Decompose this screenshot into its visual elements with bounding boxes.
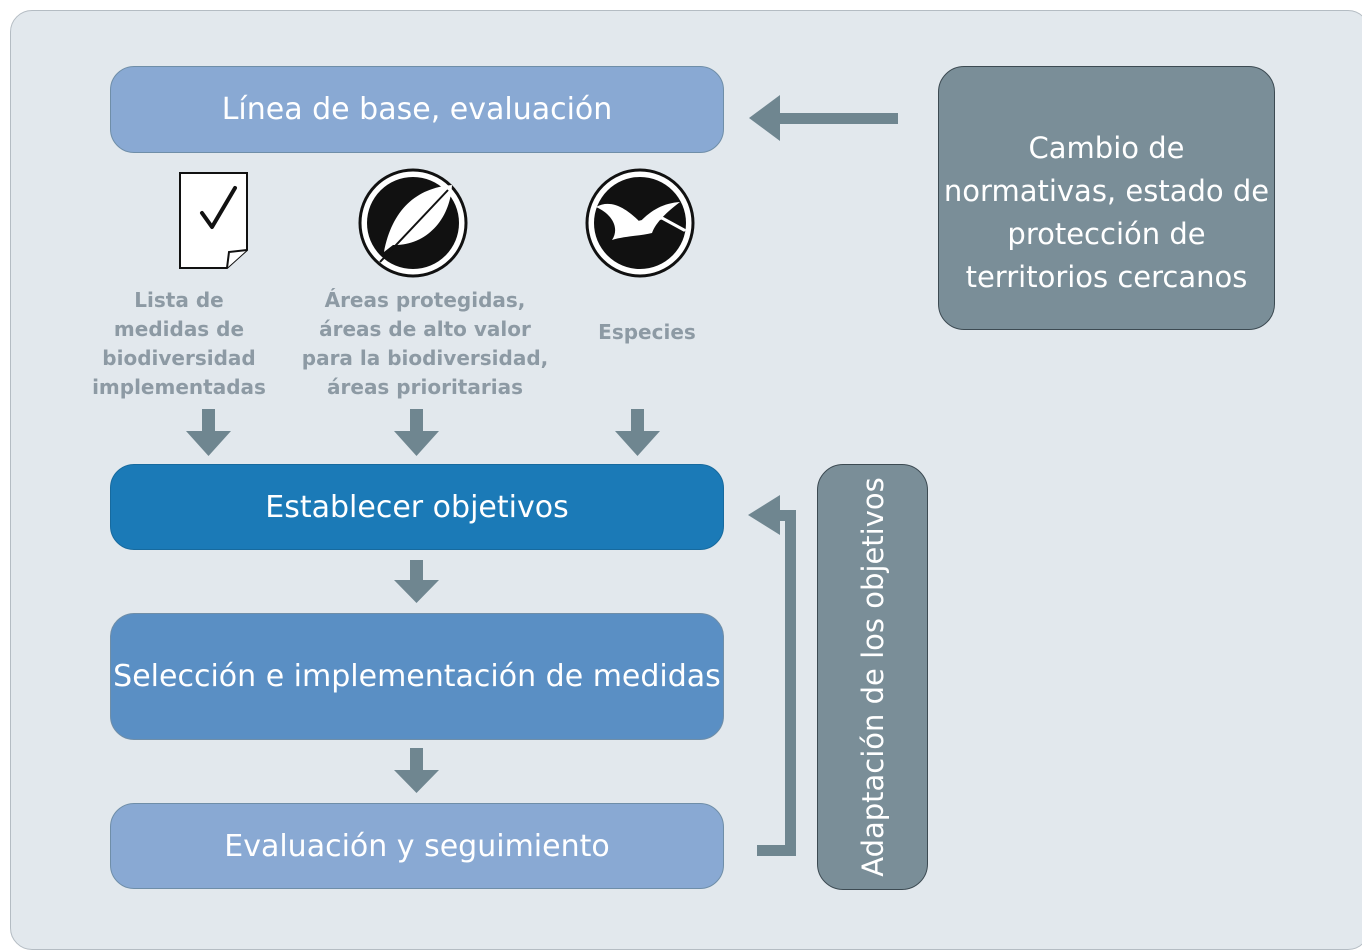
checklist-document-icon xyxy=(179,172,248,269)
down-arrow-input-1 xyxy=(186,409,231,456)
step-baseline: Línea de base, evaluación xyxy=(110,66,724,153)
down-arrow-selection-to-evaluation xyxy=(394,748,439,793)
external-to-baseline-arrow xyxy=(749,95,898,141)
step-selection-label: Selección e implementación de medidas xyxy=(113,659,721,694)
input-label-areas: Áreas protegidas, áreas de alto valor pa… xyxy=(301,288,549,399)
down-arrow-input-3 xyxy=(615,409,660,456)
down-arrow-input-2 xyxy=(394,409,439,456)
step-baseline-label: Línea de base, evaluación xyxy=(221,92,613,127)
external-changes-box: Cambio de normativas, estado de protecci… xyxy=(938,66,1275,330)
bird-icon xyxy=(585,168,695,278)
down-arrow-objectives-to-selection xyxy=(394,560,439,603)
leaf-icon xyxy=(358,168,468,278)
adaptation-box: Adaptación de los objetivos xyxy=(817,464,928,890)
external-changes-label: Cambio de normativas, estado de protecci… xyxy=(943,131,1270,294)
step-selection: Selección e implementación de medidas xyxy=(110,613,724,740)
step-objectives-label: Establecer objetivos xyxy=(265,489,569,525)
input-label-species: Especies xyxy=(598,320,696,344)
feedback-loop-arrow xyxy=(748,495,796,856)
step-objectives: Establecer objetivos xyxy=(110,464,724,550)
step-evaluation-label: Evaluación y seguimiento xyxy=(224,828,610,864)
input-label-measures: Lista de medidas de biodiversidad implem… xyxy=(92,288,266,399)
step-evaluation: Evaluación y seguimiento xyxy=(110,803,724,889)
